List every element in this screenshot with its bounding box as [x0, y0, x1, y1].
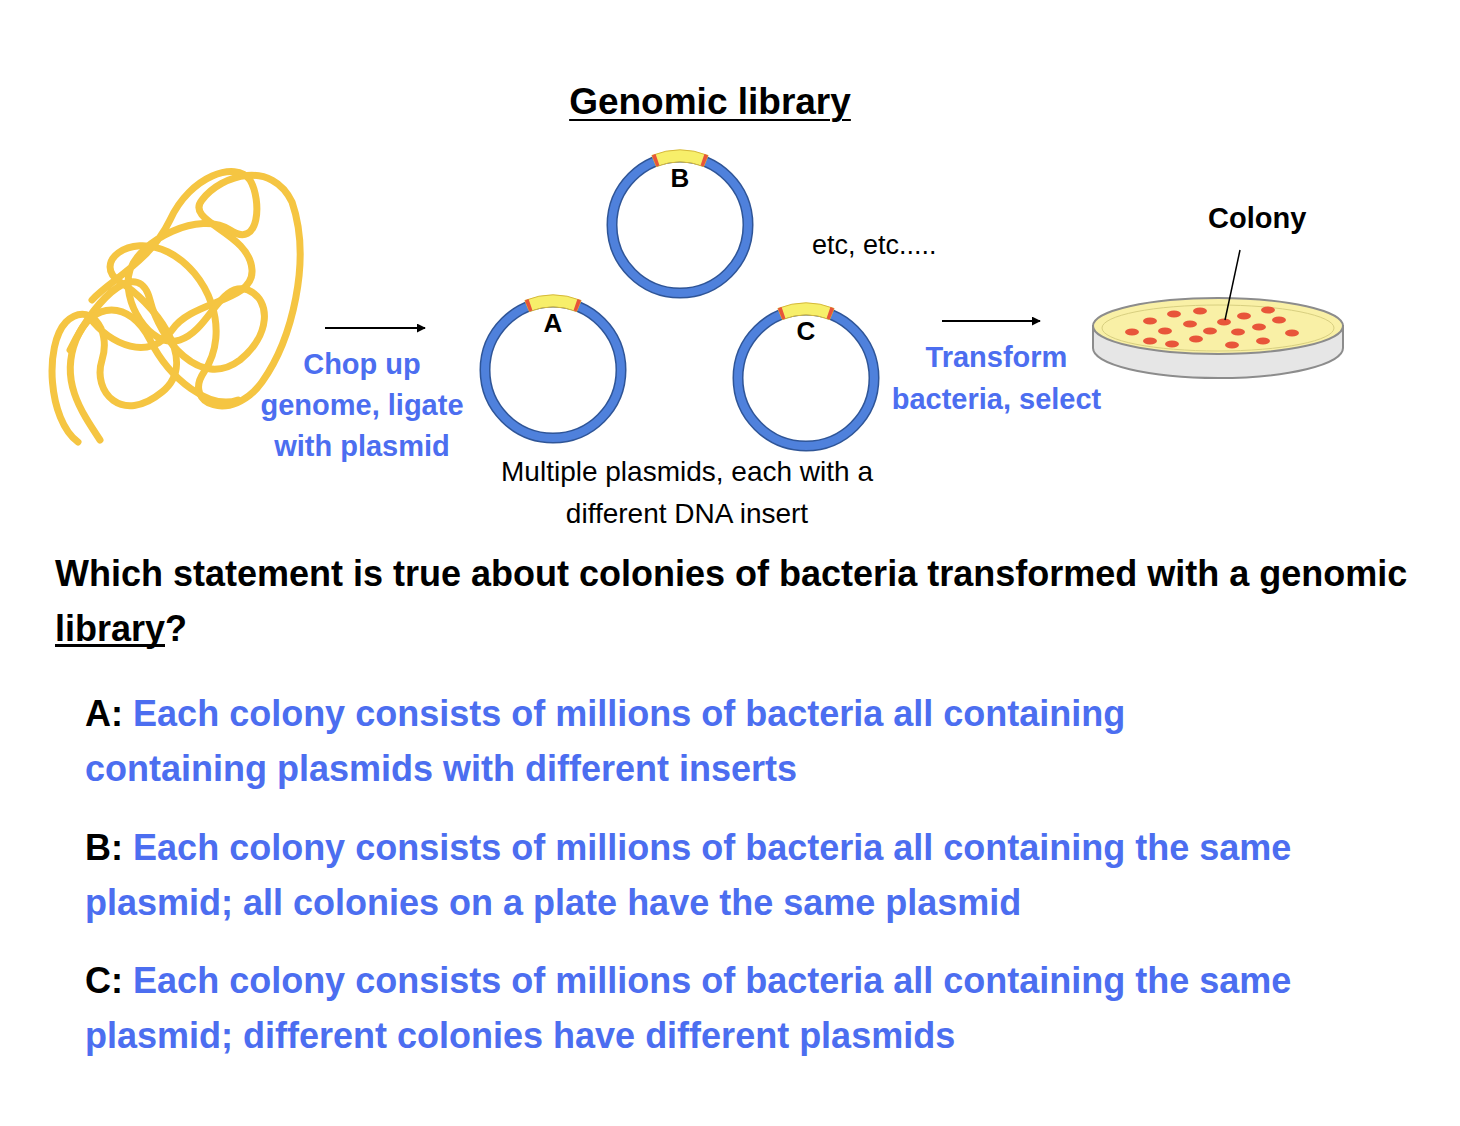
colony-dot [1217, 319, 1231, 326]
colony-dot [1237, 313, 1251, 320]
option-letter: C: [85, 960, 123, 1001]
option-text: Each colony consists of millions of bact… [85, 960, 1291, 1056]
text-block: B:Each colony consists of millions of ba… [85, 820, 1430, 930]
plasmid-letter: C [728, 317, 884, 345]
plasmid-circle: A [475, 292, 631, 448]
plasmid-letter: A [475, 309, 631, 337]
insert-junction [652, 154, 660, 167]
plasmid-circle: C [728, 300, 884, 456]
text-block: etc, etc..... [812, 228, 937, 262]
option-text: Each colony consists of millions of bact… [85, 693, 1125, 789]
colony-dot [1256, 338, 1270, 345]
plasmid-letter: B [602, 164, 758, 192]
process-arrow [942, 320, 1040, 322]
colony-dot [1225, 342, 1239, 349]
colony-dot [1165, 341, 1179, 348]
colony-dot [1143, 318, 1157, 325]
plasmid-circle: B [602, 147, 758, 303]
colony-dot [1272, 317, 1286, 324]
text-block: Multiple plasmids, each with a different… [467, 451, 907, 535]
colony-dot [1231, 329, 1245, 336]
step-label: Chop up genome, ligate with plasmid [260, 348, 463, 462]
question-text: Which statement is true about colonies o… [55, 553, 1407, 649]
insert-junction [778, 307, 786, 320]
colony-dot [1167, 311, 1181, 318]
petri-dish [1093, 298, 1343, 378]
genome-strand [70, 310, 238, 440]
insert-junction [574, 299, 582, 312]
colony-dot [1252, 324, 1266, 331]
genome-strand [70, 171, 264, 369]
leader-line [1225, 250, 1240, 320]
text-block: Transform bacteria, select [884, 336, 1109, 420]
dish-agar [1093, 298, 1343, 354]
text-block: C:Each colony consists of millions of ba… [85, 953, 1430, 1063]
colony-dot [1125, 329, 1139, 336]
colony-dot [1285, 330, 1299, 337]
insert-junction [525, 299, 533, 312]
colony-dot [1193, 308, 1207, 315]
step-label: Transform bacteria, select [892, 341, 1102, 415]
colony-dot [1158, 328, 1172, 335]
colony-dot [1261, 307, 1275, 314]
text-block: Chop up genome, ligate with plasmid [247, 344, 477, 467]
continuation-note: etc, etc..... [812, 230, 937, 260]
text-block: Which statement is true about colonies o… [55, 546, 1420, 656]
word-underline [55, 644, 165, 647]
colony-dots [1125, 307, 1299, 349]
text-block: Colony [1208, 200, 1306, 236]
option-letter: B: [85, 827, 123, 868]
option-letter: A: [85, 693, 123, 734]
process-arrow [325, 327, 425, 329]
insert-junction [701, 154, 709, 167]
colony-dot [1183, 321, 1197, 328]
text-block: A:Each colony consists of millions of ba… [85, 686, 1285, 796]
colony-dot [1143, 338, 1157, 345]
caption-note: Multiple plasmids, each with a different… [501, 456, 873, 529]
diagram-title: Genomic library [430, 80, 990, 124]
insert-junction [827, 307, 835, 320]
colony-dot [1189, 336, 1203, 343]
dish-inner-edge [1102, 305, 1334, 351]
callout-label: Colony [1208, 202, 1306, 234]
option-text: Each colony consists of millions of bact… [85, 827, 1291, 923]
colony-dot [1203, 328, 1217, 335]
